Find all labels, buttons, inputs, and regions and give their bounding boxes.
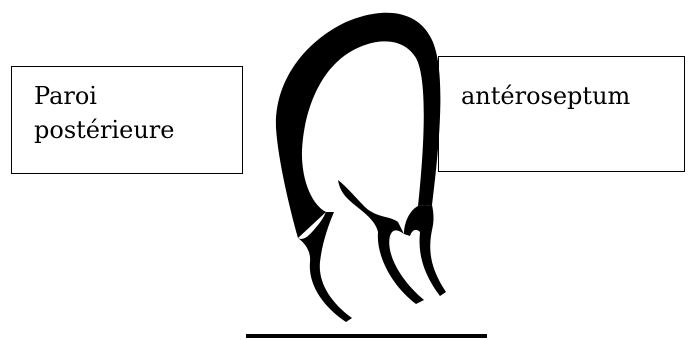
anteroseptal-wall-lower	[404, 205, 446, 296]
scale-bar	[246, 334, 487, 338]
central-branch	[338, 180, 424, 304]
